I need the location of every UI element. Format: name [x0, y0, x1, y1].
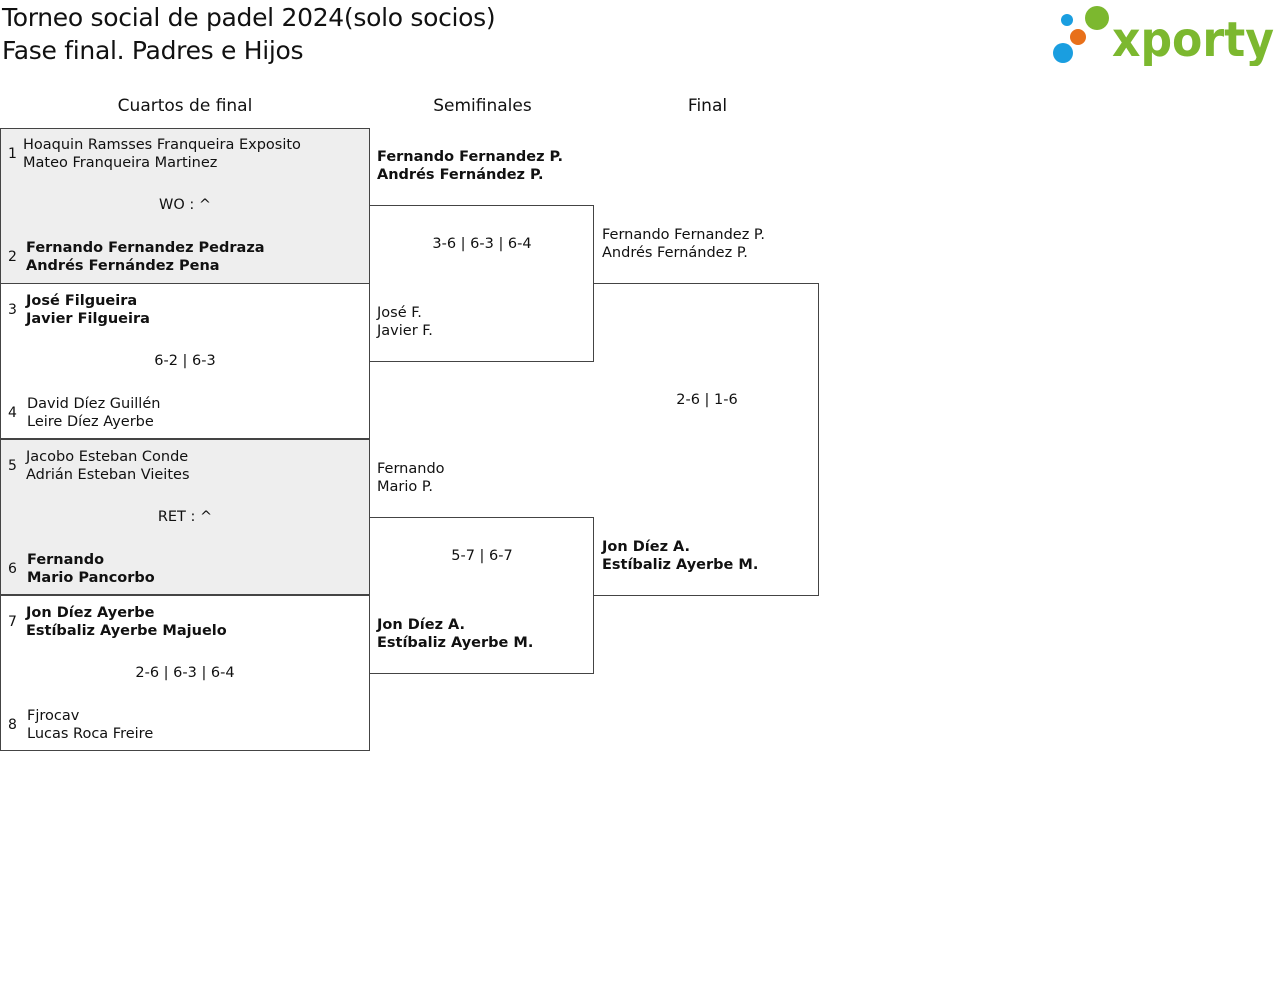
final-match [594, 283, 819, 596]
quarterfinal-match-2 [0, 283, 370, 439]
player-name: Jon Díez A. [602, 539, 691, 555]
tournament-title: Torneo social de padel 2024(solo socios) [2, 3, 496, 32]
seed-number: 3 [8, 302, 17, 318]
quarterfinal-match-4 [0, 595, 370, 751]
team-entry: Jacobo Esteban Conde Adrián Esteban Viei… [26, 448, 190, 484]
player-name: Fernando Fernandez P. [377, 149, 564, 165]
seed-number: 5 [8, 458, 17, 474]
player-name: Hoaquin Ramsses Franqueira Exposito [23, 137, 301, 153]
tournament-subtitle: Fase final. Padres e Hijos [2, 36, 304, 65]
player-name: Fjrocav [27, 708, 80, 724]
player-name: Lucas Roca Freire [27, 726, 154, 742]
player-name: Adrián Esteban Vieites [26, 467, 190, 483]
match-score: 5-7 | 6-7 [451, 548, 513, 564]
column-header-final: Final [687, 96, 728, 116]
semifinal-match-2 [369, 517, 594, 674]
team-entry-winner: Jon Díez Ayerbe Estíbaliz Ayerbe Majuelo [26, 604, 227, 640]
xporty-logo: xporty [1053, 6, 1274, 66]
player-name: Jon Díez Ayerbe [26, 605, 155, 621]
team-entry: Fernando Fernandez P. Andrés Fernández P… [602, 226, 765, 262]
player-name: David Díez Guillén [27, 396, 161, 412]
seed-number: 2 [8, 249, 17, 265]
player-name: Jon Díez A. [377, 617, 466, 633]
match-score: 2-6 | 6-3 | 6-4 [135, 665, 235, 681]
player-name: Mateo Franqueira Martinez [23, 155, 218, 171]
player-name: José F. [377, 305, 422, 321]
team-entry-winner: Fernando Fernandez Pedraza Andrés Fernán… [26, 239, 265, 275]
logo-text: xporty [1112, 12, 1274, 66]
player-name: Andrés Fernández P. [602, 245, 748, 261]
player-name: Estíbaliz Ayerbe M. [377, 635, 534, 651]
player-name: Javier Filgueira [26, 311, 150, 327]
player-name: Andrés Fernández Pena [26, 258, 220, 274]
team-entry: David Díez Guillén Leire Díez Ayerbe [27, 395, 160, 431]
player-name: Andrés Fernández P. [377, 167, 544, 183]
team-entry-winner: Fernando Fernandez P. Andrés Fernández P… [377, 148, 563, 184]
player-name: Mario Pancorbo [27, 570, 155, 586]
match-score: 2-6 | 1-6 [676, 392, 738, 408]
player-name: Fernando Fernandez P. [602, 227, 766, 243]
team-entry-winner: José Filgueira Javier Filgueira [26, 292, 150, 328]
team-entry: Hoaquin Ramsses Franqueira Exposito Mate… [23, 136, 301, 172]
team-entry-winner: Fernando Mario Pancorbo [27, 551, 155, 587]
player-name: Estíbaliz Ayerbe Majuelo [26, 623, 227, 639]
semifinal-match-1 [369, 205, 594, 362]
match-score: 6-2 | 6-3 [154, 353, 216, 369]
match-score: WO : ^ [158, 197, 211, 213]
match-score: RET : ^ [157, 509, 213, 525]
column-header-semis: Semifinales [433, 96, 532, 116]
column-header-quarters: Cuartos de final [117, 96, 253, 116]
seed-number: 1 [8, 146, 17, 162]
logo-dot-blue [1053, 43, 1073, 63]
team-entry-winner: Jon Díez A. Estíbaliz Ayerbe M. [377, 616, 533, 652]
seed-number: 6 [8, 561, 17, 577]
team-entry: Fernando Mario P. [377, 460, 445, 496]
player-name: Leire Díez Ayerbe [27, 414, 154, 430]
player-name: Jacobo Esteban Conde [26, 449, 189, 465]
logo-dot-green [1085, 6, 1109, 30]
player-name: José Filgueira [26, 293, 138, 309]
seed-number: 8 [8, 717, 17, 733]
player-name: Fernando [377, 461, 445, 477]
logo-dot-blue-small [1061, 14, 1073, 26]
player-name: Fernando [27, 552, 105, 568]
player-name: Estíbaliz Ayerbe M. [602, 557, 759, 573]
quarterfinal-match-3 [0, 439, 370, 595]
quarterfinal-match-1 [0, 128, 370, 284]
player-name: Mario P. [377, 479, 433, 495]
team-entry: José F. Javier F. [377, 304, 433, 340]
match-score: 3-6 | 6-3 | 6-4 [432, 236, 532, 252]
player-name: Javier F. [377, 323, 433, 339]
logo-dot-orange [1070, 29, 1086, 45]
seed-number: 7 [8, 614, 17, 630]
player-name: Fernando Fernandez Pedraza [26, 240, 265, 256]
team-entry-winner: Jon Díez A. Estíbaliz Ayerbe M. [602, 538, 758, 574]
seed-number: 4 [8, 405, 17, 421]
team-entry: Fjrocav Lucas Roca Freire [27, 707, 153, 743]
